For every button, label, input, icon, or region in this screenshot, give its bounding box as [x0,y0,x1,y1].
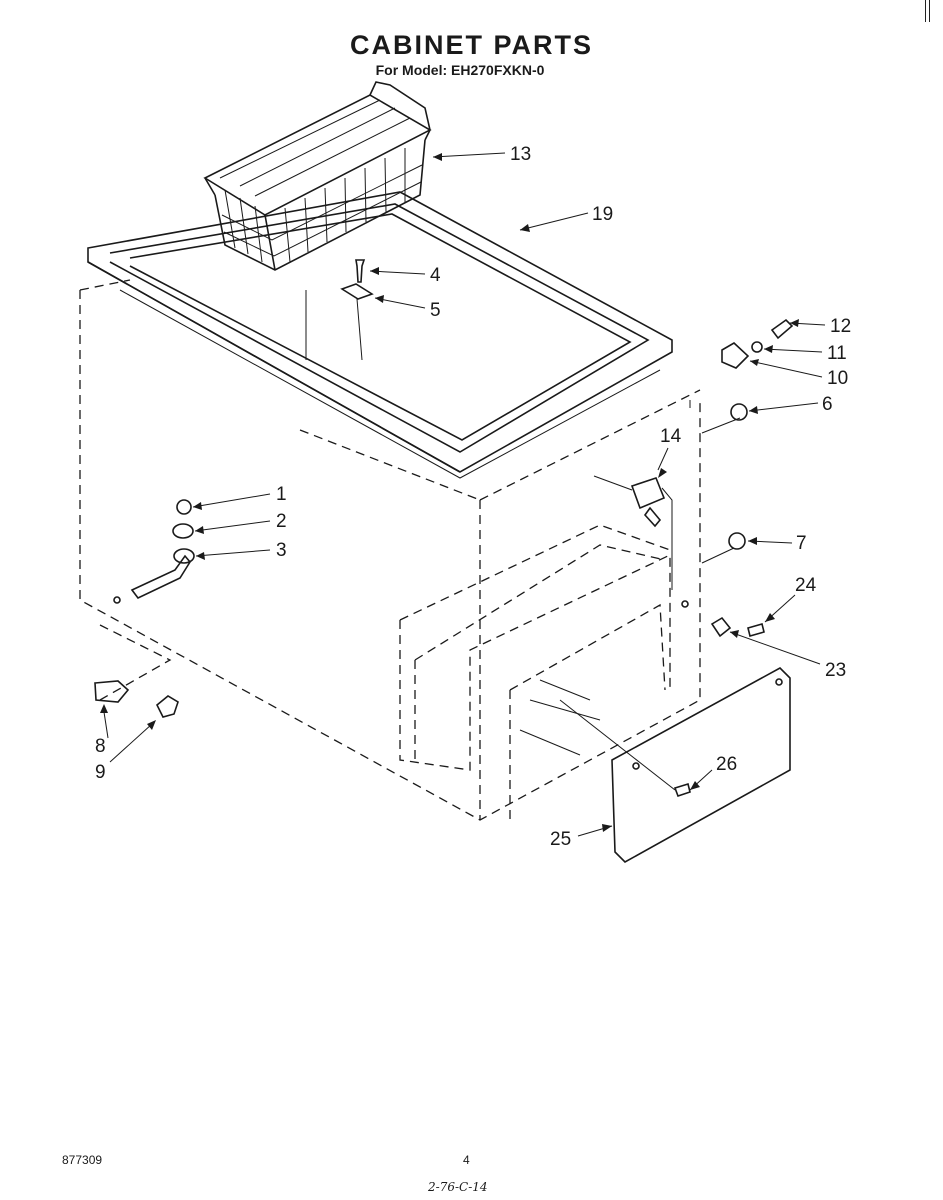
callout-10: 10 [827,368,848,389]
leader-lines [100,152,826,837]
callout-11: 11 [827,343,847,364]
callout-14: 14 [660,426,682,447]
callout-1: 1 [276,484,287,505]
callout-23: 23 [825,660,846,681]
scan-edge-mark [925,0,930,22]
document-number: 877309 [62,1153,103,1167]
small-parts [94,259,794,863]
callout-6: 6 [822,394,833,415]
callout-7: 7 [796,533,807,554]
callout-25: 25 [550,829,571,850]
wire-basket [203,81,432,271]
model-subtitle: For Model: EH270FXKN-0 [375,62,545,78]
callout-labels: 13 19 4 5 12 11 10 6 14 1 2 3 7 24 23 8 … [95,144,851,850]
callout-5: 5 [430,300,441,321]
callout-9: 9 [95,762,106,783]
callout-19: 19 [592,204,613,225]
callout-26: 26 [716,754,737,775]
lid-frame [87,191,673,479]
page-number: 4 [463,1153,470,1167]
callout-13: 13 [510,144,531,165]
callout-24: 24 [795,575,817,596]
compressor-compartment [399,524,671,820]
cabinet-body [79,279,701,821]
callout-2: 2 [276,511,287,532]
handwritten-note: 2-76-C-14 [428,1180,488,1194]
callout-8: 8 [95,736,106,757]
page-title: CABINET PARTS [349,30,593,60]
callout-4: 4 [430,265,441,286]
callout-12: 12 [830,316,851,337]
callout-3: 3 [276,540,287,561]
